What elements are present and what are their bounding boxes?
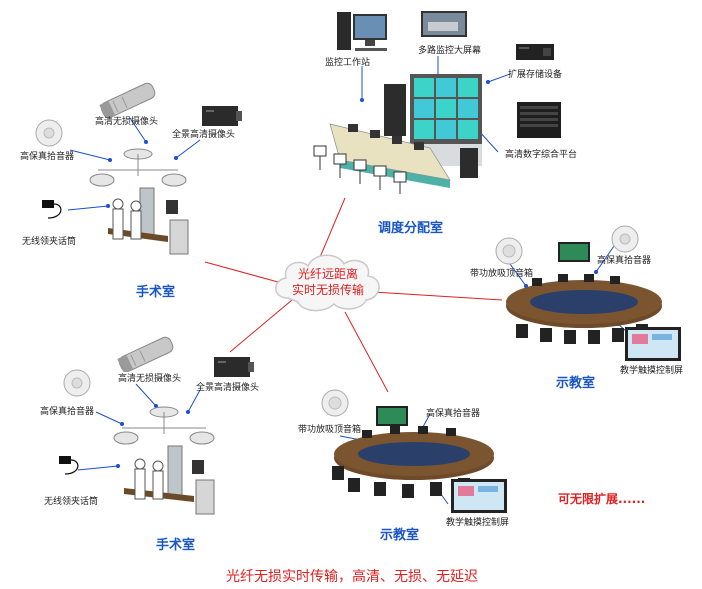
mic-pickup-icon (63, 369, 91, 397)
mic-pickup-icon (611, 225, 639, 253)
cloud-icon (275, 254, 380, 312)
ceiling-speaker-icon (495, 237, 523, 265)
hd-platform-icon (517, 102, 561, 138)
center-line1: 光纤远距离 (297, 267, 358, 281)
or-bottom-hd-camera-label: 高清无损摄像头 (118, 374, 182, 384)
video-wall-label: 多路监控大屏幕 (418, 46, 482, 56)
link-class-bottom (344, 311, 389, 393)
link-dispatch (317, 197, 346, 263)
hd-camera-icon (99, 82, 156, 118)
or-bottom-mic-pickup-label: 高保真拾音器 (40, 407, 95, 417)
class-right-table (506, 274, 662, 344)
mic-pickup-icon (35, 119, 63, 147)
center-line2: 实时无损传输 (291, 283, 364, 297)
class-right-title: 示教室 (556, 376, 596, 391)
or-bottom-pano-camera-label: 全景高清摄像头 (196, 383, 260, 393)
or-top-scene (89, 148, 189, 255)
control-room-scene (313, 74, 482, 194)
or-bottom-scene (113, 406, 215, 515)
storage-icon (516, 44, 554, 60)
ceiling-speaker-icon (321, 389, 349, 417)
or-top-title: 手术室 (136, 285, 176, 300)
hd-platform-label: 高清数字综合平台 (505, 150, 578, 160)
hd-camera-icon (117, 336, 174, 372)
or-top-mic-pickup-label: 高保真拾音器 (20, 152, 75, 162)
lapel-mic-icon (59, 456, 79, 475)
pano-camera-icon (202, 106, 242, 126)
monitor-station-label: 监控工作站 (325, 58, 371, 68)
class-bottom-touch-label: 教学触摸控制屏 (446, 518, 510, 528)
extend-note: 可无限扩展...... (558, 492, 646, 506)
link-class-right (371, 291, 503, 301)
or-top-hd-camera-label: 高清无损摄像头 (95, 117, 159, 127)
class-right-touch-label: 教学触摸控制屏 (620, 366, 684, 376)
touch-screen-icon (451, 479, 507, 513)
class-bottom-speaker-label: 带功放吸顶音箱 (298, 425, 362, 435)
video-wall-icon (421, 11, 467, 37)
storage-label: 扩展存储设备 (508, 70, 563, 80)
bottom-caption: 光纤无损实时传输，高清、无损、无延迟 (226, 569, 478, 585)
pano-camera-icon (214, 357, 254, 377)
workstation-icon (337, 12, 387, 51)
or-bottom-title: 手术室 (156, 538, 196, 553)
or-top-pano-camera-label: 全景高清摄像头 (172, 130, 236, 140)
class-right-speaker-label: 带功放吸顶音箱 (470, 269, 534, 279)
or-bottom-lapel-mic-label: 无线领夹话筒 (44, 497, 99, 507)
or-top-lapel-mic-label: 无线领夹话筒 (22, 237, 77, 247)
center-cloud-text: 光纤远距离 实时无损传输 (276, 266, 380, 298)
class-right-mic-label: 高保真拾音器 (597, 256, 652, 266)
lapel-mic-icon (42, 200, 62, 219)
link-or-top (204, 261, 279, 283)
dispatch-room-title: 调度分配室 (378, 221, 444, 236)
link-or-bottom (229, 299, 293, 353)
class-bottom-mic-label: 高保真拾音器 (426, 409, 481, 419)
class-bottom-title: 示教室 (380, 528, 420, 543)
display-screen-icon (558, 242, 590, 262)
display-screen-icon (376, 406, 408, 426)
touch-screen-icon (625, 327, 681, 361)
